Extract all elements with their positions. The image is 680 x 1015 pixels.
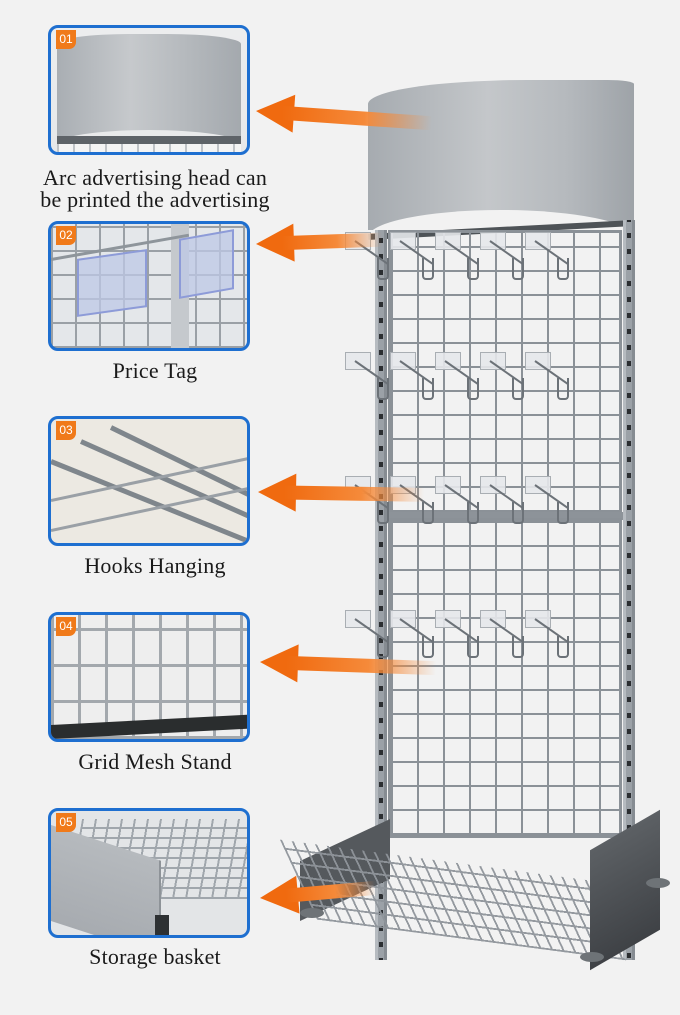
- thumbnail-storage-basket: 05: [48, 808, 250, 938]
- hook: [435, 352, 479, 400]
- hook: [525, 476, 569, 524]
- floor-image: [51, 714, 247, 739]
- thumbnail-arc-head: 01: [48, 25, 250, 155]
- feature-caption: Hooks Hanging: [84, 553, 226, 578]
- hook: [525, 232, 569, 280]
- feature-number-badge: 01: [56, 30, 76, 49]
- hook: [525, 610, 569, 658]
- storage-basket-base: [279, 809, 670, 971]
- feature-number-badge: 04: [56, 617, 76, 636]
- arc-advertising-head: [368, 80, 634, 240]
- hook: [480, 352, 524, 400]
- leveling-foot: [646, 878, 670, 888]
- right-upright-post: [623, 220, 635, 960]
- hook: [480, 610, 524, 658]
- rail-image: [57, 136, 241, 146]
- hook-row-1: [345, 232, 635, 292]
- hook: [390, 610, 434, 658]
- leveling-foot: [300, 908, 324, 918]
- hook: [435, 232, 479, 280]
- arc-panel-image: [57, 34, 241, 144]
- product-display-rack: [279, 80, 680, 980]
- hook: [480, 232, 524, 280]
- price-tag-image: [179, 229, 234, 299]
- hook: [390, 352, 434, 400]
- feature-caption-line-1: Arc advertising head can: [42, 165, 268, 190]
- price-tag-image: [77, 249, 147, 317]
- hook: [345, 610, 389, 658]
- hook: [345, 352, 389, 400]
- mesh-wire-image: [51, 483, 247, 532]
- hook: [435, 610, 479, 658]
- base-side-right: [590, 809, 660, 971]
- thumbnail-grid-mesh: 04: [48, 612, 250, 742]
- feature-caption: Grid Mesh Stand: [78, 749, 232, 774]
- basket-foot-image: [155, 915, 169, 935]
- hook-row-3: [345, 476, 635, 536]
- feature-caption-line-2: be printed the advertising: [40, 187, 270, 212]
- feature-number-badge: 03: [56, 421, 76, 440]
- feature-number-badge: 05: [56, 813, 76, 832]
- hook: [435, 476, 479, 524]
- hook: [390, 232, 434, 280]
- mesh-strip-image: [57, 144, 241, 152]
- hook-row-4: [345, 610, 635, 670]
- thumbnail-hooks: 03: [48, 416, 250, 546]
- leveling-foot: [580, 952, 604, 962]
- feature-number-badge: 02: [56, 226, 76, 245]
- grid-mesh-lower: [388, 518, 622, 838]
- hook-row-2: [345, 352, 635, 412]
- thumbnail-price-tag: 02: [48, 221, 250, 351]
- feature-caption: Price Tag: [112, 358, 198, 383]
- feature-caption: Storage basket: [89, 944, 221, 969]
- hook: [480, 476, 524, 524]
- hook: [525, 352, 569, 400]
- wire-basket: [279, 839, 627, 961]
- middle-crossbar: [378, 512, 628, 520]
- left-upright-post: [375, 230, 387, 960]
